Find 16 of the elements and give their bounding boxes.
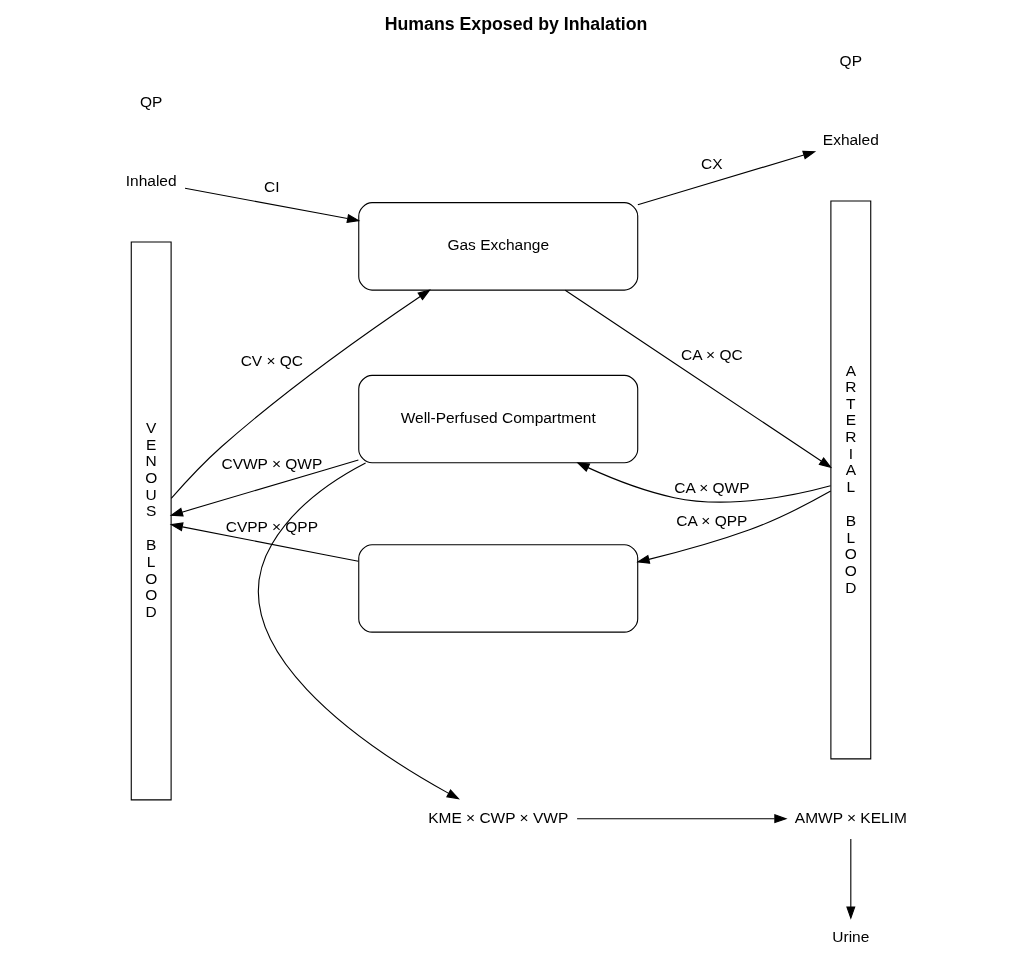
edge-label: CVWP × QWP (220, 455, 322, 473)
label: QP (839, 51, 862, 69)
node-text: Urine (831, 928, 869, 946)
node-text: AMWP × KELIM (794, 808, 907, 826)
edge-label: CV × QC (240, 352, 303, 370)
node-text: KME × CWP × VWP (427, 808, 568, 826)
label: QP (139, 92, 162, 110)
edge-label: CX (700, 155, 723, 173)
edge-label: CA × QPP (675, 511, 747, 529)
diagram-title: Humans Exposed by Inhalation (384, 14, 647, 35)
edge-label: CA × QC (680, 345, 743, 363)
edge-label: CI (263, 178, 280, 196)
edge-label: CVPP × QPP (225, 518, 318, 536)
node-text: Inhaled (125, 172, 177, 190)
edge-label: CA × QWP (673, 479, 750, 497)
node-text: Exhaled (822, 131, 879, 149)
